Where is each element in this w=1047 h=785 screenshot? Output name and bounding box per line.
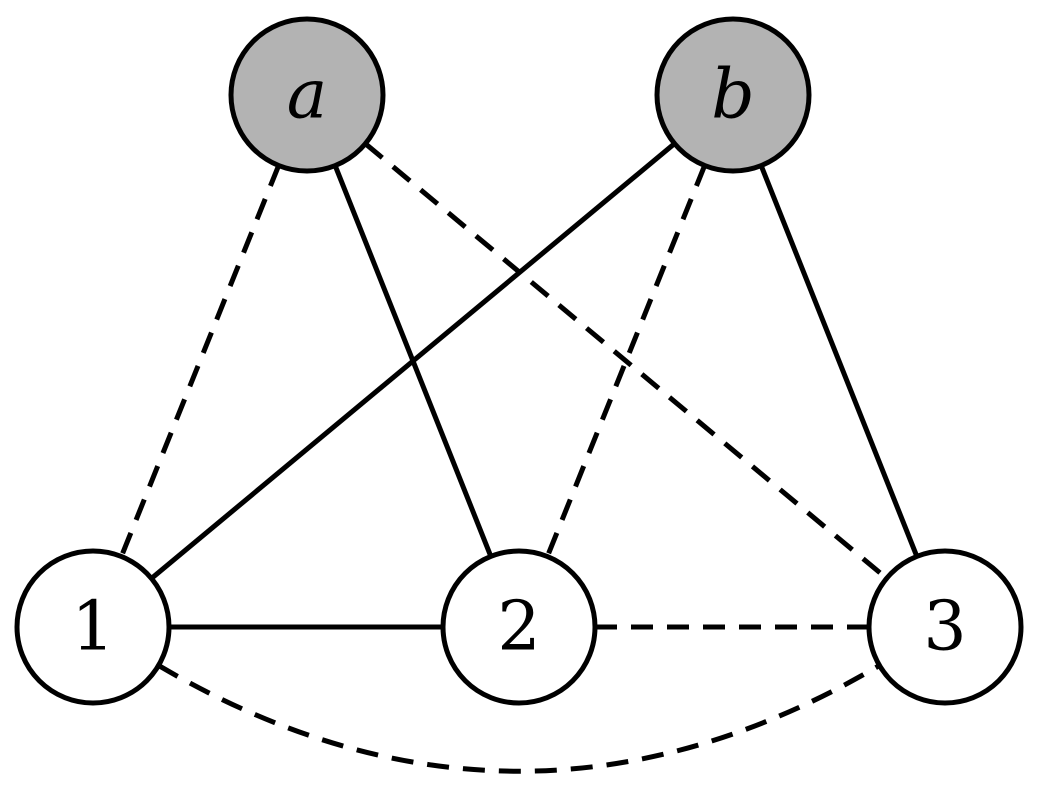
node-2-label: 2 — [497, 588, 540, 667]
node-2-circle — [440, 548, 598, 706]
edge-b-1 — [149, 141, 677, 581]
node-3-label: 3 — [923, 588, 966, 667]
node-b-circle — [654, 16, 812, 174]
node-3-circle — [866, 548, 1024, 706]
node-1-circle — [14, 548, 172, 706]
node-a-circle — [228, 16, 386, 174]
node-b-label: b — [711, 56, 755, 135]
node-1-label: 1 — [71, 588, 114, 667]
node-a-label: a — [287, 56, 328, 135]
node-a: a — [228, 16, 386, 174]
edge-1-3 — [157, 663, 881, 774]
edge-a-3 — [363, 141, 889, 581]
node-3: 3 — [866, 548, 1024, 706]
nodes-layer: a b 1 2 3 — [14, 16, 1024, 706]
edge-b-3 — [758, 164, 920, 558]
edge-a-1 — [119, 164, 281, 558]
edges-layer — [119, 141, 920, 774]
node-b: b — [654, 16, 812, 174]
node-2: 2 — [440, 548, 598, 706]
node-1: 1 — [14, 548, 172, 706]
